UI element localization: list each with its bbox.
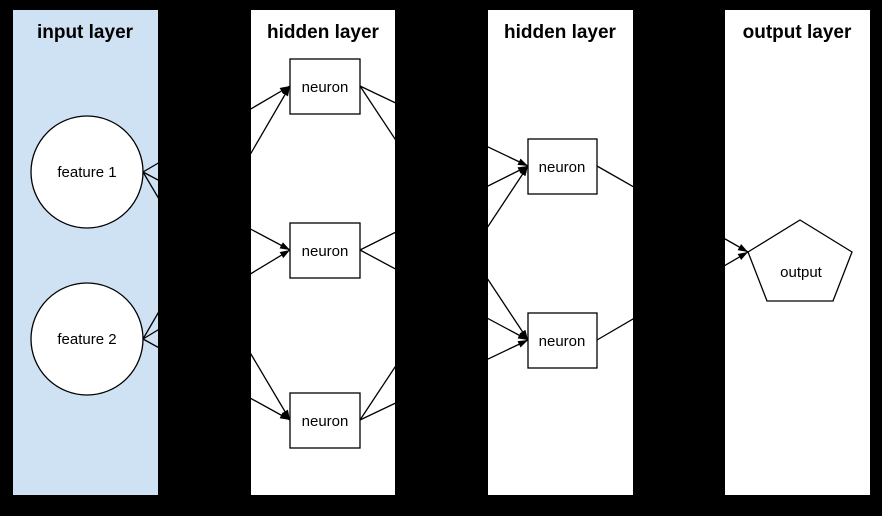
hidden1-neuron2-label: neuron [302, 243, 349, 260]
node-hidden2-neuron2: neuron [527, 312, 598, 369]
node-hidden1-neuron2: neuron [289, 222, 361, 279]
panel-input-layer [13, 10, 158, 495]
node-output: output [747, 219, 853, 302]
hidden2-neuron2-box [527, 312, 598, 369]
input-layer-title: input layer [37, 22, 134, 43]
feature-2-label: feature 2 [57, 331, 116, 348]
edges-hidden1-to-hidden2 [359, 85, 529, 421]
hidden1-neuron3-box [289, 392, 361, 449]
hidden2-neuron2-label: neuron [539, 333, 586, 350]
hidden2-neuron1-box [527, 138, 598, 195]
edge-h1n1-h2n2 [359, 85, 529, 341]
hidden2-neuron1-label: neuron [539, 159, 586, 176]
output-label: output [780, 264, 823, 281]
edge-h1n3-h2n1 [359, 165, 529, 421]
edge-feature1-neuron3 [142, 171, 291, 421]
edges-input-to-hidden1 [142, 85, 291, 421]
edge-h1n1-h2n1 [359, 85, 529, 167]
edge-feature2-neuron1 [142, 85, 291, 340]
edges-hidden2-to-output [596, 165, 749, 341]
panel-hidden-layer-2 [488, 10, 633, 495]
edge-h1n2-h2n2 [359, 249, 529, 341]
hidden1-neuron2-box [289, 222, 361, 279]
hidden-layer-2-title: hidden layer [504, 22, 617, 43]
node-hidden2-neuron1: neuron [527, 138, 598, 195]
edge-h2n1-output [596, 165, 749, 253]
node-hidden1-neuron3: neuron [289, 392, 361, 449]
feature-1-label: feature 1 [57, 164, 116, 181]
output-layer-title: output layer [743, 22, 852, 43]
edge-h1n2-h2n1 [359, 165, 529, 251]
feature-2-circle [30, 282, 144, 396]
output-pentagon [747, 219, 853, 302]
edge-feature2-neuron3 [142, 338, 291, 421]
feature-1-circle [30, 115, 144, 229]
hidden1-neuron1-box [289, 58, 361, 115]
hidden1-neuron1-label: neuron [302, 79, 349, 96]
hidden1-neuron3-label: neuron [302, 413, 349, 430]
node-feature-2: feature 2 [30, 282, 144, 396]
edge-h1n3-h2n2 [359, 339, 529, 421]
node-hidden1-neuron1: neuron [289, 58, 361, 115]
hidden-layer-1-title: hidden layer [267, 22, 380, 43]
node-feature-1: feature 1 [30, 115, 144, 229]
edge-feature1-neuron2 [142, 171, 291, 251]
edge-feature1-neuron1 [142, 85, 291, 173]
edge-h2n2-output [596, 251, 749, 341]
edge-feature2-neuron2 [142, 249, 291, 340]
